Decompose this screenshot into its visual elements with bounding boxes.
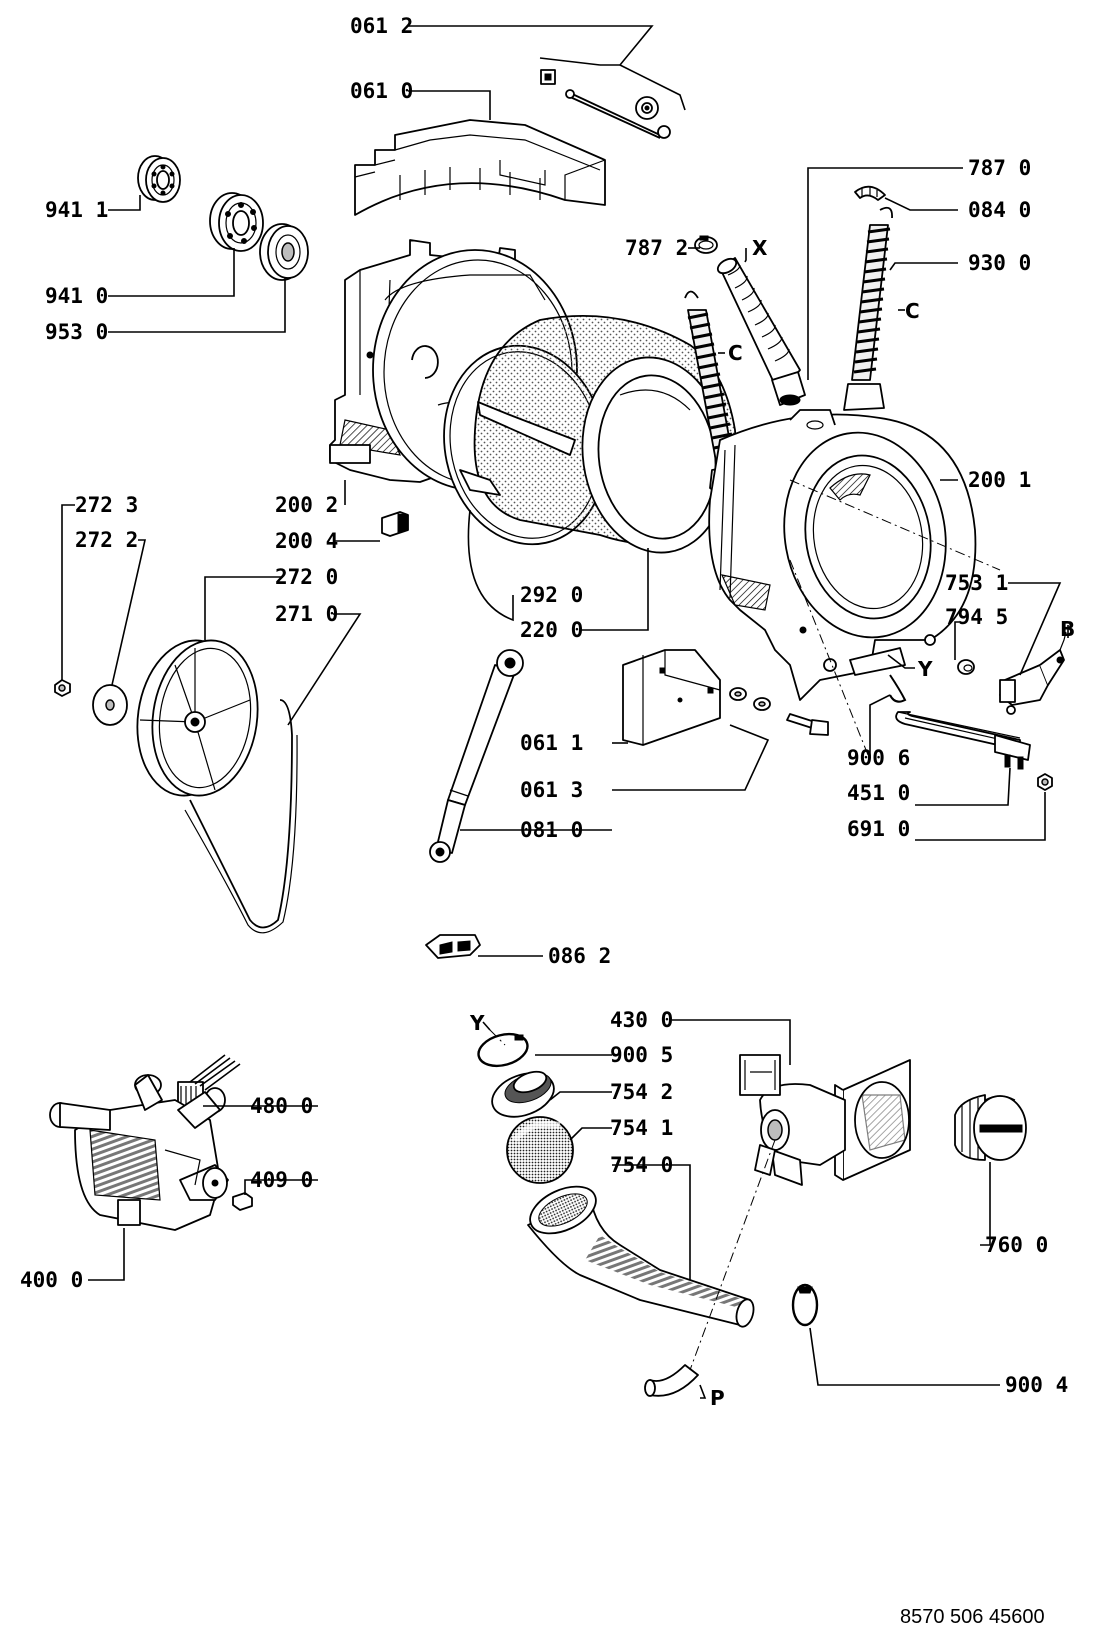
document-number: 8570 506 45600 <box>900 1606 1045 1628</box>
part-label-9004: 900 4 <box>1005 1373 1068 1397</box>
part-label-9300: 930 0 <box>968 251 1031 275</box>
drain-pump-drawing <box>689 1054 911 1371</box>
part-label-2001: 200 1 <box>968 468 1031 492</box>
spring-clip-drawing <box>854 185 886 201</box>
part-label-0610: 061 0 <box>350 79 413 103</box>
letter-y-tub: Y <box>917 657 933 681</box>
front-counterweight-drawing <box>622 649 721 746</box>
part-label-9411: 941 1 <box>45 198 108 222</box>
small-bearing-drawing <box>137 155 181 203</box>
temperature-sensor-drawing <box>999 631 1067 715</box>
part-label-7540: 754 0 <box>610 1153 673 1177</box>
part-label-2723: 272 3 <box>75 493 138 517</box>
letter-y-sump: Y <box>469 1011 485 1035</box>
letter-c-right: C <box>905 299 920 323</box>
part-label-2920: 292 0 <box>520 583 583 607</box>
hose-clamp-small-drawing <box>694 235 718 254</box>
part-label-6910: 691 0 <box>847 817 910 841</box>
part-label-0611: 061 1 <box>520 731 583 755</box>
drive-belt-drawing <box>184 699 298 934</box>
pump-filter-drawing <box>954 1094 1027 1161</box>
part-label-0810: 081 0 <box>520 818 583 842</box>
counterweight-fixing-kit-drawing <box>540 69 671 139</box>
part-label-9005: 900 5 <box>610 1043 673 1067</box>
part-label-7531: 753 1 <box>945 571 1008 595</box>
counterweight-bolt-drawing <box>729 687 829 736</box>
part-label-7945: 794 5 <box>945 605 1008 629</box>
sump-seal-drawing <box>491 1070 555 1118</box>
wire-clip-drawing <box>889 674 907 703</box>
part-label-9410: 941 0 <box>45 284 108 308</box>
letter-p: P <box>710 1386 725 1410</box>
part-label-2720: 272 0 <box>275 565 338 589</box>
part-label-4000: 400 0 <box>20 1268 83 1292</box>
seal-drawing <box>259 223 309 281</box>
grommet-drawing <box>957 659 975 675</box>
part-label-7600: 760 0 <box>985 1233 1048 1257</box>
part-label-7542: 754 2 <box>610 1080 673 1104</box>
part-labels: 061 2 061 0 941 1 941 0 953 0 787 0 084 … <box>20 14 1068 1397</box>
front-tub-drawing <box>708 409 1001 761</box>
part-label-4300: 430 0 <box>610 1008 673 1032</box>
part-label-2710: 271 0 <box>275 602 338 626</box>
upper-counterweight-drawing <box>354 119 606 216</box>
letter-b: B <box>1060 617 1075 641</box>
part-label-0862: 086 2 <box>548 944 611 968</box>
sump-hose-drawing <box>527 1185 755 1328</box>
part-label-2002: 200 2 <box>275 493 338 517</box>
motor-brush-drawing <box>232 1192 253 1211</box>
part-label-7872: 787 2 <box>625 236 688 260</box>
letter-c-left: C <box>728 341 743 365</box>
part-label-2722: 272 2 <box>75 528 138 552</box>
reference-letters: X C C Y B Y P <box>469 236 1075 1410</box>
drum-pulley-drawing <box>136 639 259 797</box>
clamp-ring-drawing <box>477 1032 529 1068</box>
shock-absorber-drawing <box>429 649 524 863</box>
leader-lines <box>61 25 1069 1399</box>
part-label-4090: 409 0 <box>250 1168 313 1192</box>
part-label-9006: 900 6 <box>847 746 910 770</box>
large-bearing-drawing <box>209 192 264 252</box>
part-label-7870: 787 0 <box>968 156 1031 180</box>
suspension-spring-right-drawing <box>843 206 893 411</box>
sump-ball-drawing <box>506 1116 574 1184</box>
part-label-9530: 953 0 <box>45 320 108 344</box>
hose-p-drawing <box>644 1364 699 1397</box>
part-label-4800: 480 0 <box>250 1094 313 1118</box>
letter-x: X <box>752 236 768 260</box>
motor-drawing <box>49 1074 229 1231</box>
part-label-0613: 061 3 <box>520 778 583 802</box>
nut-drawing <box>1037 773 1053 791</box>
bracket-drawing <box>425 934 481 959</box>
part-label-4510: 451 0 <box>847 781 910 805</box>
part-label-0612: 061 2 <box>350 14 413 38</box>
part-label-0840: 084 0 <box>968 198 1031 222</box>
pulley-washer-drawing <box>92 684 128 726</box>
hose-clamp-large-drawing <box>791 1283 819 1327</box>
clip-drawing <box>381 511 409 537</box>
y-reference-line <box>489 1029 506 1046</box>
drum-drawing <box>459 315 737 554</box>
bellows-hose-drawing <box>716 257 806 406</box>
pulley-nut-drawing <box>54 679 71 697</box>
part-label-7541: 754 1 <box>610 1116 673 1140</box>
part-label-2004: 200 4 <box>275 529 338 553</box>
heating-element-drawing <box>895 711 1031 770</box>
part-label-2200: 220 0 <box>520 618 583 642</box>
